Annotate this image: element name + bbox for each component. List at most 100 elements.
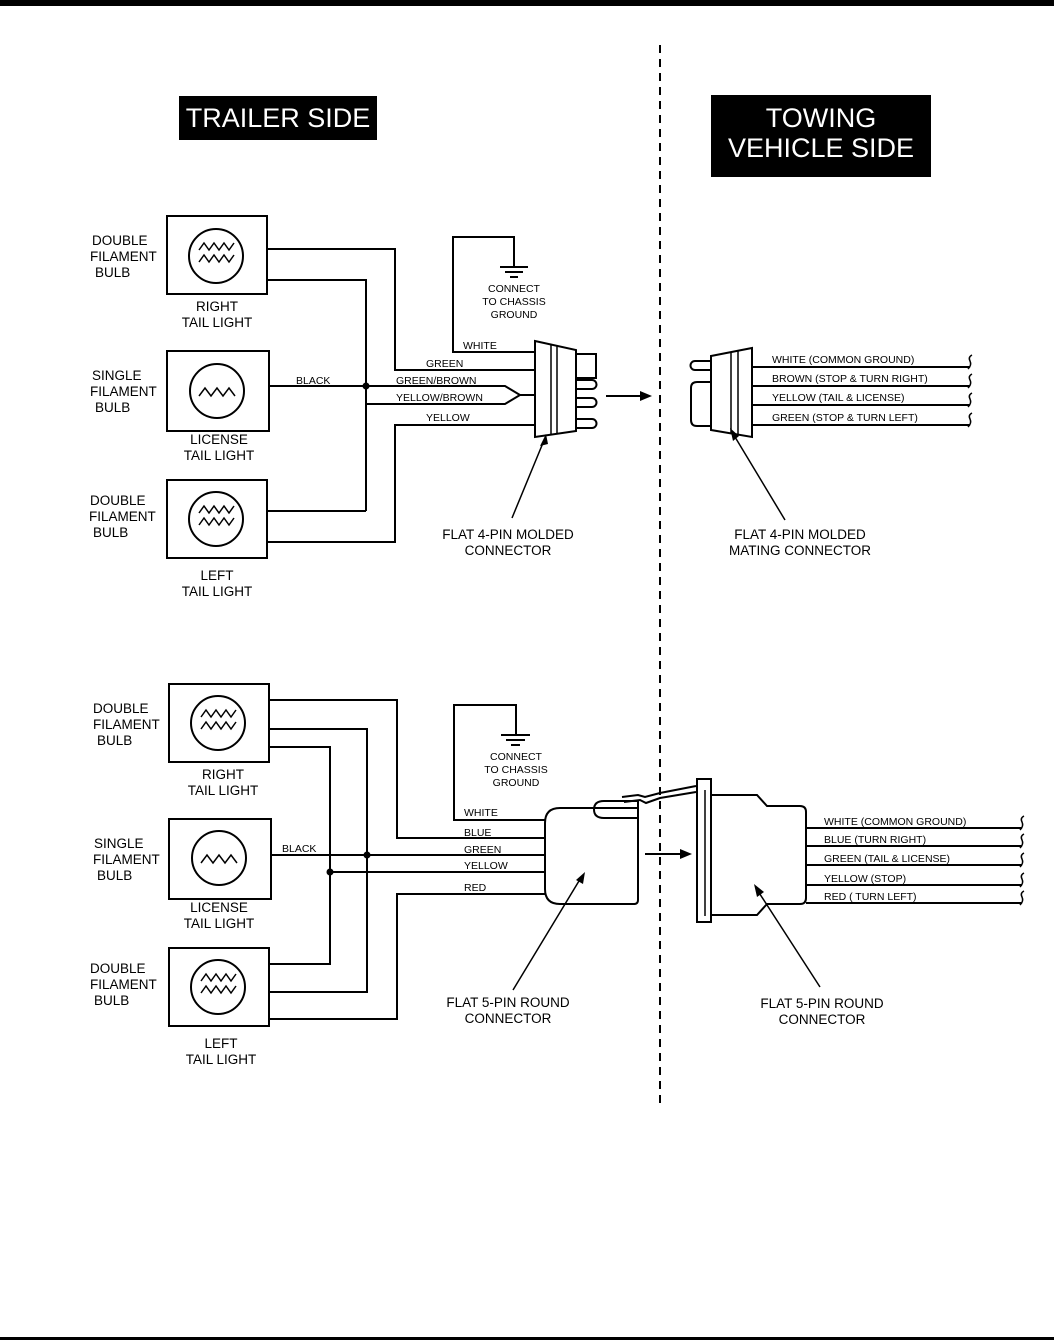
wire-label: GREEN (STOP & TURN LEFT) [772,412,918,424]
ground-label: CONNECT [488,283,541,295]
bulb-license-4pin [166,350,270,432]
trailer-side-header: TRAILER SIDE [179,96,377,140]
wire-right-stop [269,728,368,855]
wire-label: RED [464,882,487,894]
bulb-type-label: SINGLE [94,836,144,851]
bulb-type-label: SINGLE [92,368,142,383]
wire-label: WHITE (COMMON GROUND) [772,354,914,366]
wire-label: BLUE (TURN RIGHT) [824,834,926,846]
wire-tail-right [267,279,367,386]
flat-4pin-connector-trailer [534,339,598,439]
wire-label: GREEN [464,844,501,856]
connector-label: FLAT 5-PIN ROUND [760,996,884,1011]
bulb-type-label: DOUBLE [90,493,146,508]
bulb-right-4pin [166,215,268,295]
double-filament-icon [198,241,235,252]
wire-break-icons [1019,815,1025,906]
ground-label: TO CHASSIS [484,764,547,776]
light-name-label: TAIL LIGHT [184,448,255,463]
ground-label: GROUND [491,309,538,321]
arrow-right-icon [606,391,652,401]
connector-label: CONNECTOR [465,1011,552,1026]
wire-label: WHITE (COMMON GROUND) [824,816,966,828]
wire-label: BROWN (STOP & TURN RIGHT) [772,373,928,385]
connector-label: FLAT 5-PIN ROUND [446,995,570,1010]
double-filament-icon [200,708,237,719]
towing-side-title-line2: VEHICLE SIDE [727,133,915,163]
bulb-license-5pin [168,818,272,900]
wire-label: BLUE [464,827,491,839]
light-name-label: LICENSE [190,900,248,915]
wire-white [453,704,545,821]
bulb-type-label: BULB [93,525,128,540]
arrow-right-icon [645,849,692,859]
wire-label: YELLOW [464,860,508,872]
single-filament-icon [198,386,236,398]
bulb-left-5pin [168,947,270,1027]
wire-label: GREEN [426,358,463,370]
top-border [0,0,1054,6]
double-filament-icon [198,504,235,515]
bulb-type-label: FILAMENT [90,384,157,399]
light-name-label: TAIL LIGHT [184,916,255,931]
light-name-label: LEFT [200,568,233,583]
ground-label: TO CHASSIS [482,296,545,308]
junction-dot [363,851,371,859]
light-name-label: RIGHT [196,299,238,314]
bulb-type-label: FILAMENT [89,509,156,524]
light-name-label: LICENSE [190,432,248,447]
towing-vehicle-side-header: TOWING VEHICLE SIDE [711,95,931,177]
ground-icon [501,734,530,746]
wire-label: RED ( TURN LEFT) [824,891,917,903]
diagram-4pin: DOUBLE FILAMENT BULB RIGHT TAIL LIGHT SI… [89,215,973,599]
ground-label: GROUND [493,777,540,789]
bulb-type-label: BULB [95,400,130,415]
ground-icon [500,266,528,278]
flat-5pin-round-connector-vehicle [621,778,807,923]
wire-green [267,248,534,371]
wire-label: BLACK [296,375,330,387]
wire-break-icons [967,354,973,428]
wire-label: YELLOW [426,412,470,424]
bulb-right-5pin [168,683,270,763]
connector-label: FLAT 4-PIN MOLDED [442,527,574,542]
towing-side-title-line1: TOWING [765,103,877,133]
wire-white [452,236,534,353]
junction-dot [326,868,334,876]
light-name-label: TAIL LIGHT [182,584,253,599]
junction-dot [362,382,370,390]
bulb-type-label: FILAMENT [90,249,157,264]
bulb-type-label: BULB [94,993,129,1008]
wire-right-tail [269,746,331,872]
wire-label: WHITE [464,807,498,819]
bulb-type-label: BULB [95,265,130,280]
bulb-type-label: FILAMENT [90,977,157,992]
wire-red [269,893,545,1020]
bulb-type-label: FILAMENT [93,717,160,732]
connector-label: FLAT 4-PIN MOLDED [734,527,866,542]
wire-label: YELLOW (TAIL & LICENSE) [772,392,904,404]
bottom-border [0,1337,1054,1340]
connector-label: CONNECTOR [779,1012,866,1027]
flat-4pin-connector-vehicle [689,346,753,439]
bulb-type-label: DOUBLE [92,233,148,248]
bulb-type-label: FILAMENT [93,852,160,867]
single-filament-icon [200,853,238,865]
light-name-label: TAIL LIGHT [186,1052,257,1067]
trailer-side-title: TRAILER SIDE [185,103,371,133]
wire-yellow [267,424,534,543]
bulb-type-label: DOUBLE [90,961,146,976]
wire-label: WHITE [463,340,497,352]
ground-label: CONNECT [490,751,543,763]
bulb-type-label: DOUBLE [93,701,149,716]
wire-label: YELLOW (STOP) [824,873,906,885]
flat-5pin-round-connector-trailer [544,800,639,905]
bulb-left-4pin [166,479,268,559]
wire-label: GREEN/BROWN [396,375,477,387]
bulb-type-label: BULB [97,733,132,748]
bulb-type-label: BULB [97,868,132,883]
connector-label: CONNECTOR [465,543,552,558]
light-name-label: TAIL LIGHT [182,315,253,330]
light-name-label: TAIL LIGHT [188,783,259,798]
